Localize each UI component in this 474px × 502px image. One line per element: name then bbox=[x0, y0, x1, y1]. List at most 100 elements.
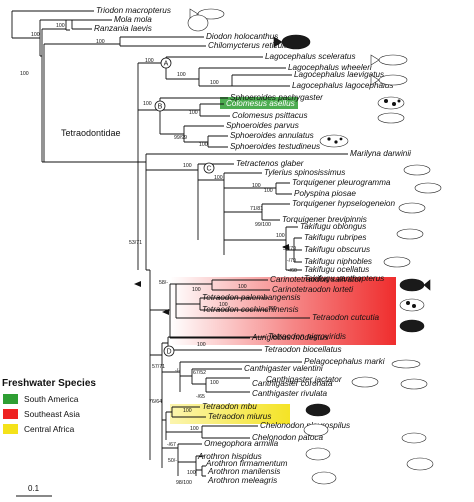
fish-icon bbox=[383, 256, 411, 268]
taxon-label: Takifugu oblongus bbox=[300, 222, 366, 231]
fish-icon bbox=[377, 112, 405, 124]
taxon-label: Sphoeroides annulatus bbox=[230, 131, 314, 140]
support-value: 100 bbox=[143, 101, 152, 107]
scale-bar-label: 0.1 bbox=[28, 484, 40, 493]
arrow-icon bbox=[162, 309, 169, 315]
taxon-label: Canthigaster coronata bbox=[252, 379, 333, 388]
fish-icon bbox=[305, 403, 331, 417]
support-value: 100 bbox=[189, 110, 198, 116]
support-value: 100 bbox=[187, 470, 196, 476]
clade-marker-c: C bbox=[206, 166, 211, 173]
clade-marker-d: D bbox=[166, 349, 171, 356]
fish-icon bbox=[305, 447, 331, 461]
taxon-label: Diodon holocanthus bbox=[206, 32, 278, 41]
support-value: 98/100 bbox=[176, 480, 192, 486]
taxon-label: Chelonodon pleurospilus bbox=[260, 421, 350, 430]
taxon-label: Sphoeroides testudineus bbox=[230, 142, 320, 151]
taxon-label: Canthigaster rivulata bbox=[252, 389, 328, 398]
support-value: 100 bbox=[183, 163, 192, 169]
fish-icon bbox=[377, 96, 405, 110]
legend-title: Freshwater Species bbox=[2, 378, 96, 389]
support-value: 99/100 bbox=[255, 222, 271, 228]
taxon-label: Ranzania laevis bbox=[94, 24, 152, 33]
taxon-label: Colomesus psittacus bbox=[232, 111, 308, 120]
taxon-label: Arothron manilensis bbox=[207, 467, 280, 476]
support-value: 99/99 bbox=[174, 135, 187, 141]
legend-label: Central Africa bbox=[24, 424, 75, 434]
support-value: 71/81 bbox=[250, 206, 263, 212]
taxon-label: Tetraodon nigroviridis bbox=[268, 332, 346, 341]
taxon-label: Lagocephalus wheeleri bbox=[288, 63, 372, 72]
fish-illustrations bbox=[187, 8, 442, 485]
fish-icon bbox=[414, 182, 442, 194]
taxon-label: Tylerius spinosissimus bbox=[264, 168, 345, 177]
taxon-label: Tetractenos glaber bbox=[236, 159, 304, 168]
support-value: 100 bbox=[252, 183, 261, 189]
legend-swatch-south-america bbox=[3, 394, 18, 404]
taxon-label: Takifugu niphobles bbox=[304, 257, 372, 266]
family-label: Tetraodontidae bbox=[61, 128, 121, 138]
support-value: 100 bbox=[56, 23, 65, 29]
taxon-label: Sphoeroides parvus bbox=[226, 121, 299, 130]
taxon-label: Takifugu ocellatus bbox=[304, 265, 369, 274]
taxon-label: Tetraodon palembangensis bbox=[202, 293, 300, 302]
taxon-label: Marilyna darwinii bbox=[350, 149, 411, 158]
central-africa-highlight bbox=[170, 404, 290, 424]
support-value: 76/64 bbox=[149, 399, 162, 405]
clade-markers: A B C D bbox=[154, 57, 215, 357]
support-value: -/60 bbox=[288, 268, 297, 274]
taxon-label: Torquigener brevipinnis bbox=[282, 215, 367, 224]
taxon-label: Colomesus asellus bbox=[226, 99, 295, 108]
fish-icon bbox=[406, 457, 434, 471]
taxon-labels: Triodon macropterus Mola mola Ranzania l… bbox=[94, 6, 411, 485]
fish-icon bbox=[399, 298, 425, 312]
fish-icon bbox=[187, 14, 209, 32]
taxon-label: Tetraodon miurus bbox=[208, 412, 271, 421]
taxon-label: Takifugu obscurus bbox=[304, 245, 370, 254]
support-value: 100 bbox=[177, 72, 186, 78]
taxon-label: Carinotetraodon lorteti bbox=[272, 285, 353, 294]
fish-icon bbox=[401, 432, 427, 444]
taxon-label: Canthigaster jactator bbox=[266, 375, 342, 384]
fish-icon bbox=[400, 378, 428, 390]
taxon-label: Pelagocephalus marki bbox=[304, 357, 385, 366]
taxon-label: Mola mola bbox=[114, 15, 152, 24]
support-value: 67/52 bbox=[193, 370, 206, 376]
taxon-label: Chilomycterus reticulatus bbox=[208, 41, 299, 50]
taxon-label: Polyspina piosae bbox=[294, 189, 356, 198]
support-value: -/- bbox=[175, 368, 180, 374]
support-value: 100 bbox=[199, 142, 208, 148]
fish-icon bbox=[319, 134, 349, 148]
taxon-label: Tetraodon biocellatus bbox=[264, 345, 342, 354]
taxon-label: Tetraodon mbu bbox=[202, 402, 257, 411]
fish-icon bbox=[403, 164, 431, 176]
support-value: 100 bbox=[276, 233, 285, 239]
support-value: -/79 bbox=[287, 258, 296, 264]
arrow-icon bbox=[282, 244, 289, 250]
fish-icon bbox=[370, 74, 408, 86]
support-value: -/67 bbox=[167, 442, 176, 448]
fish-icon bbox=[351, 376, 379, 388]
support-value: 100 bbox=[183, 408, 192, 414]
taxon-label: Takifugu rubripes bbox=[304, 233, 367, 242]
taxon-label: Sphoeroides pachygaster bbox=[230, 93, 323, 102]
fish-icon bbox=[273, 34, 311, 50]
clade-marker-a: A bbox=[164, 61, 169, 68]
taxon-label: Lagocephalus sceleratus bbox=[265, 52, 356, 61]
taxon-label: Arothron firmamentum bbox=[205, 459, 288, 468]
fish-icon bbox=[396, 228, 424, 240]
support-value: 50/79 bbox=[283, 246, 296, 252]
fish-icon bbox=[399, 319, 425, 333]
fish-icon bbox=[311, 471, 337, 485]
legend-swatch-central-africa bbox=[3, 424, 18, 434]
support-value: 100 bbox=[197, 342, 206, 348]
taxon-label: Lagocephalus laevigatus bbox=[294, 70, 384, 79]
taxon-label: Arothron meleagris bbox=[207, 476, 277, 485]
fish-icon bbox=[391, 359, 421, 369]
taxon-label: Tetraodon cutcutia bbox=[312, 313, 380, 322]
taxon-label: Tetraodon cochinchinensis bbox=[202, 305, 299, 314]
scale-bar: 0.1 bbox=[16, 484, 52, 497]
taxon-label: Takifugu xanthopterus bbox=[304, 274, 384, 283]
support-value: 100 bbox=[145, 58, 154, 64]
